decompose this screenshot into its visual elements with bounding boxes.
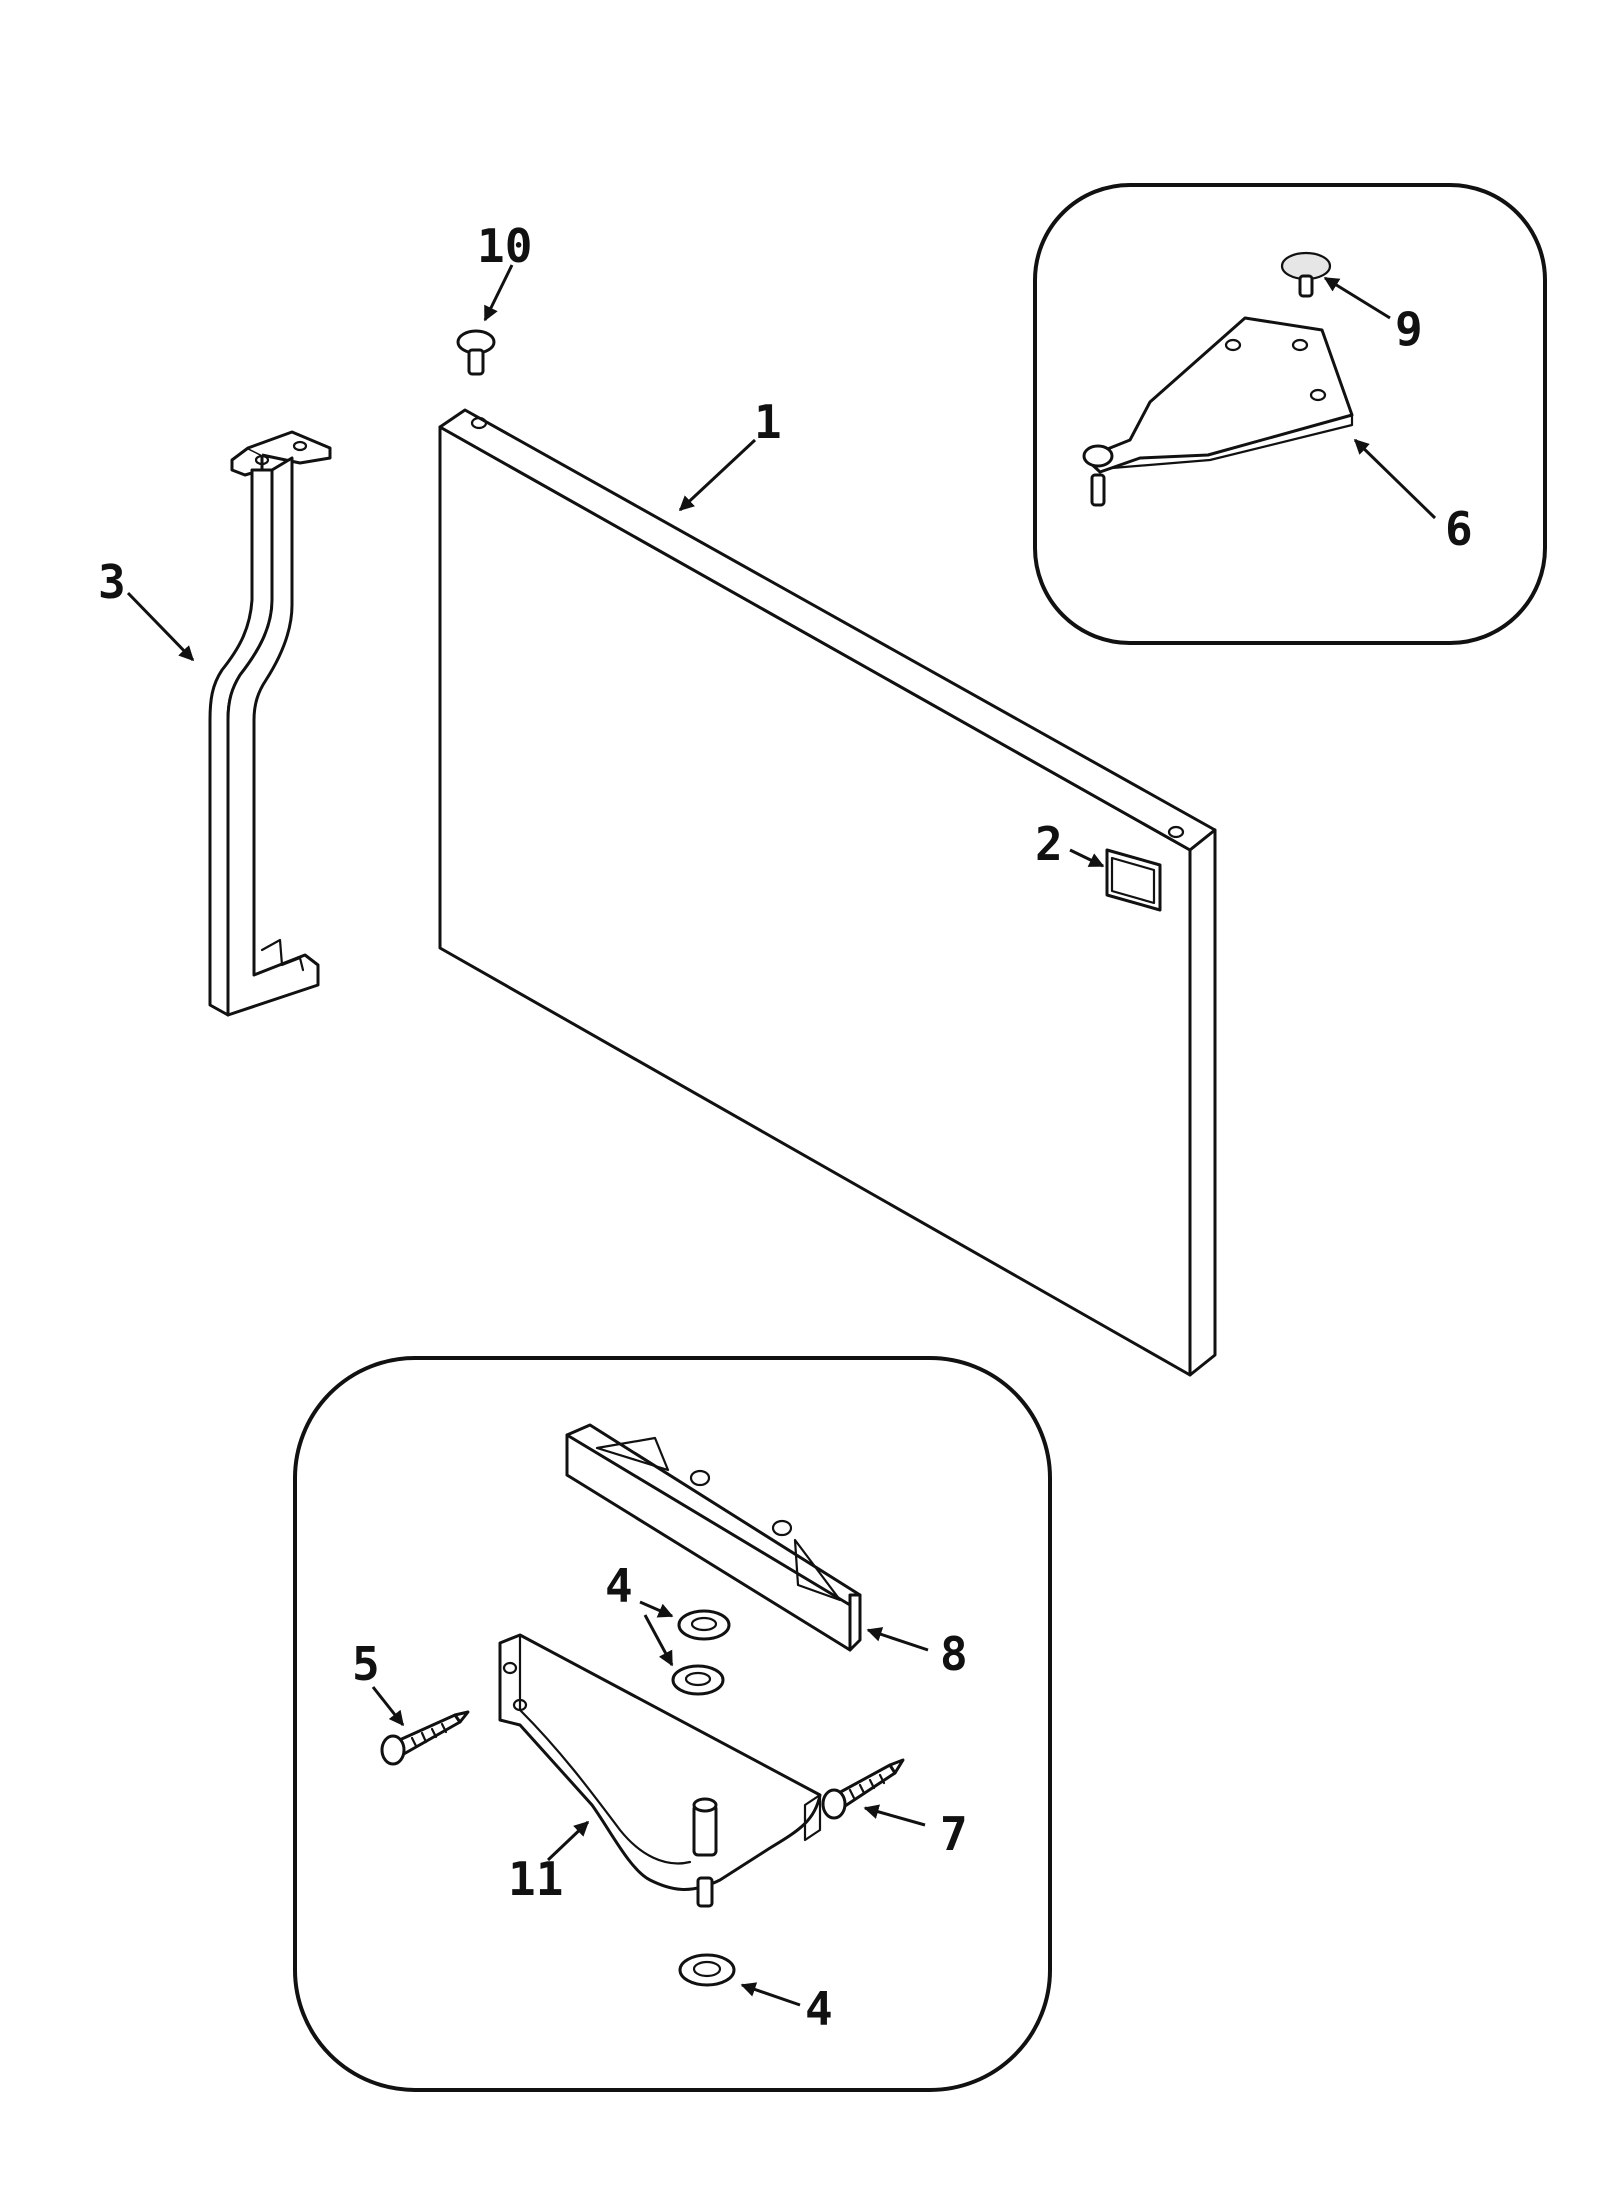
callout-7: 7 (940, 1807, 968, 1861)
strip-part-3 (208, 430, 332, 1017)
callout-10: 10 (477, 219, 532, 273)
lower-detail-frame (293, 1356, 1052, 2092)
callout-9: 9 (1395, 302, 1423, 356)
leader-arrows (126, 264, 1437, 2007)
washer-part-4-lower (678, 1953, 736, 1987)
callout-8: 8 (940, 1627, 968, 1681)
callout-5: 5 (352, 1637, 380, 1691)
callout-2: 2 (1035, 817, 1063, 871)
callout-3: 3 (98, 555, 126, 609)
callout-6: 6 (1445, 502, 1473, 556)
bottom-hinge-part-11 (498, 1633, 822, 1908)
screw-part-7 (821, 1758, 905, 1820)
callout-4-lower: 4 (805, 1982, 833, 2036)
callout-11: 11 (508, 1852, 563, 1906)
door-panel-part-1 (438, 408, 1217, 1377)
screw-part-5 (380, 1710, 470, 1766)
plug-part-10 (456, 329, 496, 376)
callout-1: 1 (754, 395, 782, 449)
washer-part-4-upper (671, 1609, 731, 1696)
rail-part-8 (565, 1423, 862, 1652)
top-hinge-part-6 (1082, 316, 1354, 507)
callout-4-upper: 4 (605, 1559, 633, 1613)
badge-part-2 (1105, 848, 1162, 912)
upper-detail-frame (1033, 183, 1547, 645)
cap-part-9 (1280, 251, 1332, 298)
